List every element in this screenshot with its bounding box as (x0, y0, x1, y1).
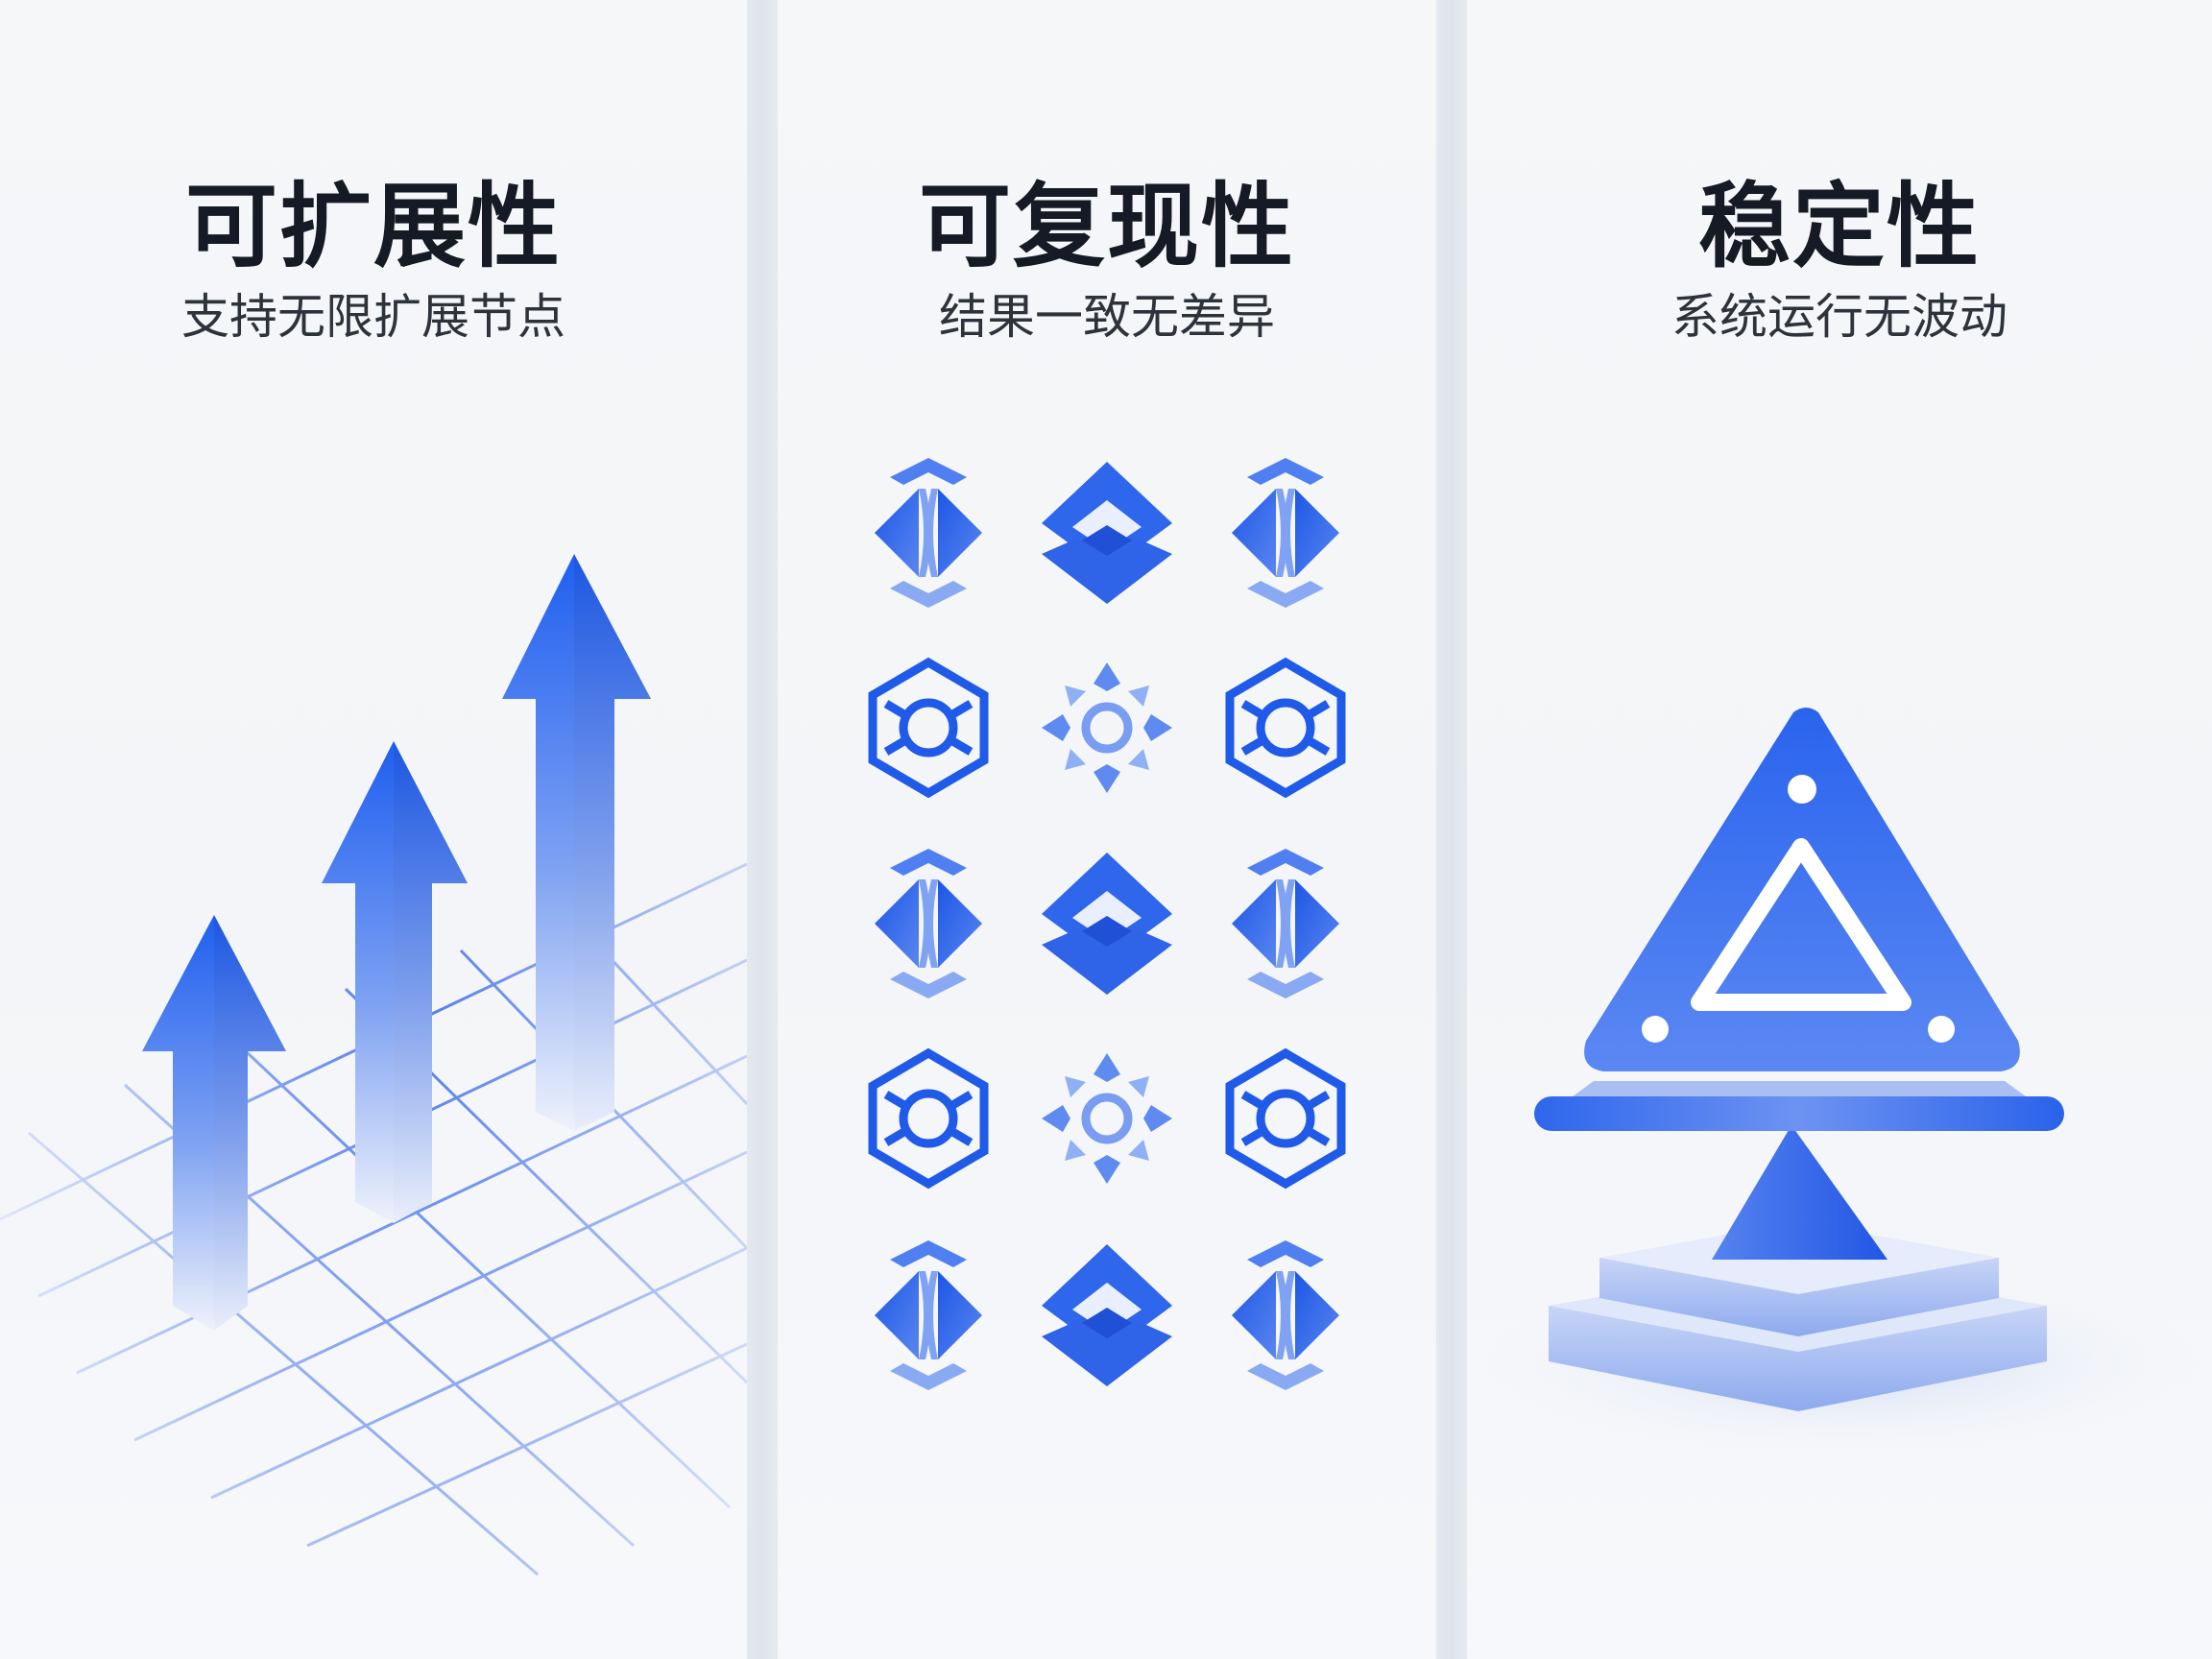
panel-subtitle: 系统运行无波动 (1671, 289, 2008, 345)
panel-subtitle: 结果一致无差异 (939, 289, 1275, 345)
panel-title: 可扩展性 (185, 173, 562, 280)
arrow-large-icon (502, 554, 651, 1131)
repeating-pattern-icon (778, 458, 1436, 1390)
panel-subtitle: 支持无限扩展节点 (181, 289, 565, 345)
stability-panel: 稳定性 系统运行无波动 (1467, 0, 2212, 1659)
arrow-small-icon (142, 915, 286, 1331)
panel-title: 可复现性 (919, 173, 1295, 280)
reproducibility-panel: 可复现性 结果一致无差异 (778, 0, 1436, 1659)
scalability-panel: 可扩展性 支持无限扩展节点 (0, 0, 747, 1659)
panel-title: 稳定性 (1698, 173, 1981, 280)
balanced-triangle-icon (1477, 708, 2206, 1459)
panel-divider-right (1436, 0, 1467, 1659)
rising-arrows-icon (0, 554, 747, 1576)
arrow-medium-icon (322, 741, 468, 1223)
panel-divider-left (747, 0, 778, 1659)
